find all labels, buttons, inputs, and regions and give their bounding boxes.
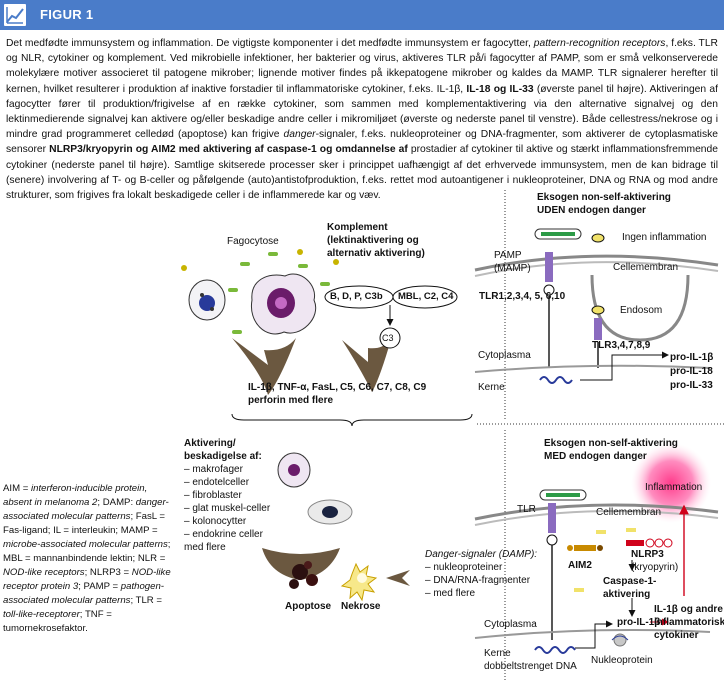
c3-circle bbox=[379, 327, 401, 349]
nukleoprotein-illustration bbox=[611, 633, 629, 647]
activation-9: med flere bbox=[184, 542, 226, 553]
label-pro-il1b: pro-IL-1β bbox=[617, 617, 661, 628]
label-il1b-3: cytokiner bbox=[654, 630, 699, 641]
label-cytoplasma-top: Cytoplasma bbox=[478, 350, 531, 361]
rt-title-1: Eksogen non-self-aktivering bbox=[537, 192, 671, 203]
label-pro-2: pro-IL-18 bbox=[670, 366, 713, 377]
label-komplement-1: Komplement bbox=[327, 222, 388, 233]
label-apoptose: Apoptose bbox=[285, 601, 332, 612]
label-tlr: TLR bbox=[517, 504, 536, 515]
label-ingen-inflammation: Ingen inflammation bbox=[622, 232, 707, 243]
label-il1b-1: IL-1β og andre bbox=[654, 604, 723, 615]
label-caspase-1: Caspase-1- bbox=[603, 576, 657, 587]
label-fagocytose: Fagocytose bbox=[227, 236, 279, 247]
activation-2: beskadigelse af: bbox=[184, 451, 262, 462]
arrow-to-danger bbox=[386, 570, 410, 586]
danger-3: – DNA/RNA-fragmenter bbox=[425, 575, 531, 586]
nekrose-illustration bbox=[340, 562, 378, 602]
nlrp3-protein bbox=[626, 538, 673, 548]
label-kerne-bottom-1: Kerne bbox=[484, 648, 511, 659]
label-nukleoprotein: Nukleoprotein bbox=[591, 655, 653, 666]
activation-8: – endokrine celler bbox=[184, 529, 263, 540]
label-cytokines-1: IL-1β, TNF-α, FasL, bbox=[248, 382, 339, 393]
label-inflammation: Inflammation bbox=[645, 482, 703, 493]
label-complement-out: C5, C6, C7, C8, C9 bbox=[340, 382, 427, 393]
label-cellemembran-bottom: Cellemembran bbox=[596, 507, 662, 518]
activated-cells bbox=[277, 452, 353, 525]
activation-7: – kolonocytter bbox=[184, 516, 247, 527]
arrow-fagocytose bbox=[232, 338, 296, 395]
label-pro-1: pro-IL-1β bbox=[670, 352, 714, 363]
arrow-komplement bbox=[342, 336, 392, 392]
activation-5: – fibroblaster bbox=[184, 490, 242, 501]
abbreviation-legend: AIM = interferon-inducible protein, abse… bbox=[3, 483, 171, 634]
label-nlrp3-2: (kryopyrin) bbox=[631, 562, 679, 573]
label-cellemembran-top: Cellemembran bbox=[613, 262, 679, 273]
label-pamp-2: (MAMP) bbox=[494, 263, 531, 274]
label-nlrp3-1: NLRP3 bbox=[631, 549, 664, 560]
label-pathway2: MBL, C2, C4 bbox=[398, 291, 454, 302]
right-top-panel bbox=[474, 228, 719, 384]
activation-3: – makrofager bbox=[184, 464, 243, 475]
label-caspase-2: aktivering bbox=[603, 589, 651, 600]
chart-icon bbox=[4, 4, 26, 26]
fagocytose-illustration bbox=[181, 249, 339, 335]
danger-2: – nukleoproteiner bbox=[425, 562, 503, 573]
activation-1: Aktivering/ bbox=[184, 438, 236, 449]
apoptose-illustration bbox=[289, 561, 318, 589]
label-cytokines-2: perforin med flere bbox=[248, 395, 334, 406]
activation-4: – endotelceller bbox=[184, 477, 250, 488]
label-komplement-2: (lektinaktivering og bbox=[327, 235, 419, 246]
figure-title: FIGUR 1 bbox=[40, 7, 94, 22]
aim2-protein bbox=[567, 545, 603, 551]
label-pathway1: B, D, P, C3b bbox=[330, 291, 383, 302]
label-komplement-3: alternativ aktivering) bbox=[327, 248, 425, 259]
intro-paragraph: Det medfødte immunsystem og inflammation… bbox=[6, 38, 718, 202]
label-aim2: AIM2 bbox=[568, 560, 592, 571]
label-il1b-2: inflammatoriske bbox=[654, 617, 724, 628]
arrow-down-cells bbox=[262, 548, 340, 580]
label-nekrose: Nekrose bbox=[341, 601, 381, 612]
label-cytoplasma-bottom: Cytoplasma bbox=[484, 619, 537, 630]
label-tlr-surface: TLR1,2,3,4, 5, 6,10 bbox=[479, 291, 566, 302]
activation-6: – glat muskel-celler bbox=[184, 503, 271, 514]
label-tlr-endo: TLR3,4,7,8,9 bbox=[592, 340, 651, 351]
rb-title-2: MED endogen danger bbox=[544, 451, 647, 462]
figure-header: FIGUR 1 bbox=[0, 0, 724, 30]
label-kerne-top: Kerne bbox=[478, 382, 505, 393]
danger-4: – med flere bbox=[425, 588, 476, 599]
brace bbox=[231, 413, 473, 427]
danger-1: Danger-signaler (DAMP): bbox=[425, 549, 538, 560]
label-pamp-1: PAMP bbox=[494, 250, 522, 261]
inflammation-glow bbox=[631, 443, 711, 523]
pathway2-ellipse bbox=[392, 285, 458, 309]
right-bottom-panel bbox=[474, 443, 719, 654]
label-endosom: Endosom bbox=[620, 305, 663, 316]
rt-title-2: UDEN endogen danger bbox=[537, 205, 646, 216]
label-kerne-bottom-2: dobbeltstrenget DNA bbox=[484, 661, 577, 672]
label-pro-3: pro-IL-33 bbox=[670, 380, 713, 391]
label-c3: C3 bbox=[382, 333, 394, 343]
rb-title-1: Eksogen non-self-aktivering bbox=[544, 438, 678, 449]
